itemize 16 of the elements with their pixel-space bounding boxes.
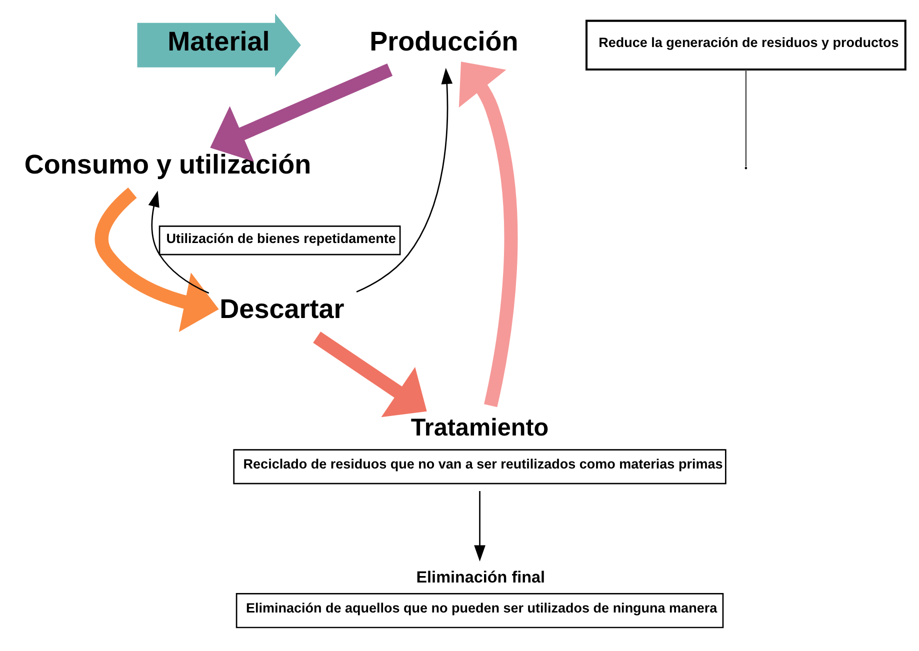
node-text: Consumo y utilización (24, 149, 312, 180)
arrow (474, 491, 486, 562)
node-label: Tratamiento (410, 414, 549, 442)
arrow (210, 63, 393, 162)
node-box: Reciclado de residuos que no van a ser reutilizados como materias primas (233, 449, 726, 484)
node-text: Descartar (220, 294, 344, 324)
edge-label: Utilización de bienes repetidamente (166, 231, 396, 246)
node-box: Reduce la generación de residuos y productos (586, 20, 906, 70)
arrow (458, 62, 518, 408)
connector (745, 70, 747, 167)
arrow (148, 190, 210, 294)
arrow (313, 332, 427, 418)
node-label: Eliminación final (416, 568, 546, 586)
node-text: Producción (370, 26, 518, 57)
arrow (356, 68, 453, 293)
node-box: Eliminación de aquellos que no pueden ser utilizados de ninguna manera (236, 593, 724, 628)
